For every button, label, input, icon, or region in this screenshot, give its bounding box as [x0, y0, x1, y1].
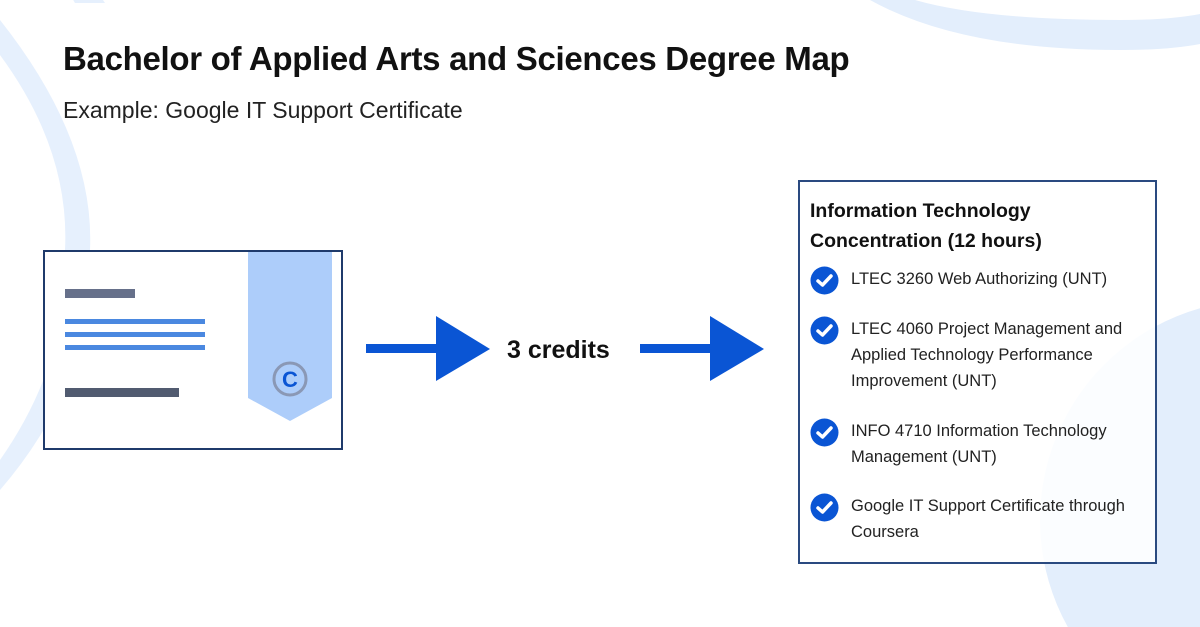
cert-text-line: [65, 345, 205, 350]
check-circle-icon: [810, 418, 839, 447]
cert-signature-line: [65, 388, 179, 397]
list-item: LTEC 3260 Web Authorizing (UNT): [810, 266, 1145, 295]
arrow-right-icon: [366, 316, 490, 381]
concentration-panel: Information Technology Concentration (12…: [798, 180, 1157, 564]
course-label: LTEC 4060 Project Management and Applied…: [851, 320, 1123, 390]
credits-label: 3 credits: [507, 336, 610, 364]
top-right-arc: [870, 0, 1200, 50]
concentration-title: Information Technology Concentration (12…: [810, 200, 1042, 252]
page-title: Bachelor of Applied Arts and Sciences De…: [63, 40, 850, 77]
check-circle-icon: [810, 493, 839, 522]
badge-letter: C: [282, 367, 298, 392]
left-arc-top: [73, 0, 105, 3]
check-circle-icon: [810, 316, 839, 345]
arrow-right-icon: [640, 316, 764, 381]
cert-text-line: [65, 319, 205, 324]
ribbon-icon: C: [248, 252, 332, 421]
course-label: Google IT Support Certificate through Co…: [851, 497, 1125, 541]
list-item: LTEC 4060 Project Management and Applied…: [810, 316, 1145, 394]
list-item: INFO 4710 Information Technology Managem…: [810, 418, 1145, 470]
cert-text-line: [65, 332, 205, 337]
list-item: Google IT Support Certificate through Co…: [810, 493, 1145, 545]
check-circle-icon: [810, 266, 839, 295]
cert-title-line: [65, 289, 135, 298]
course-label: LTEC 3260 Web Authorizing (UNT): [851, 270, 1108, 288]
course-label: INFO 4710 Information Technology Managem…: [851, 422, 1107, 466]
page-subtitle: Example: Google IT Support Certificate: [63, 97, 463, 123]
